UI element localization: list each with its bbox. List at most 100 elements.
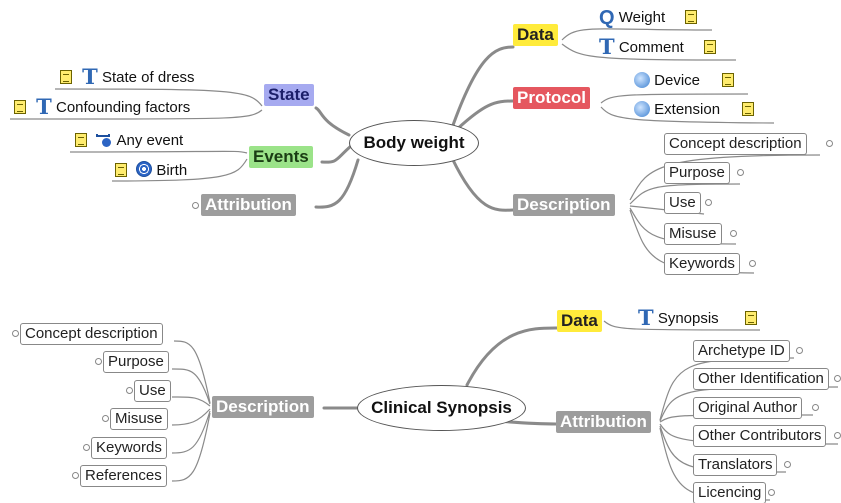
central-node-clinical-synopsis[interactable]: Clinical Synopsis <box>357 385 526 431</box>
text-icon: T <box>36 94 52 119</box>
leaf-label: Birth <box>156 162 188 179</box>
expand-handle[interactable] <box>768 489 775 496</box>
branch-label: Attribution <box>560 412 647 431</box>
leaf-concept-description[interactable]: Concept description <box>20 323 163 345</box>
leaf-keywords[interactable]: Keywords <box>664 253 740 275</box>
leaf-label: Misuse <box>669 225 717 242</box>
note-icon <box>704 40 717 54</box>
leaf-other-contributors[interactable]: Other Contributors <box>693 425 827 447</box>
leaf-label: Purpose <box>669 164 725 181</box>
leaf-label: Original Author <box>698 399 798 416</box>
leaf-weight[interactable]: Q Weight <box>599 7 698 29</box>
expand-handle[interactable] <box>730 230 737 237</box>
branch-label: Description <box>517 195 611 214</box>
cluster-icon <box>634 101 650 117</box>
expand-handle[interactable] <box>796 347 803 354</box>
leaf-label: Use <box>139 382 166 399</box>
leaf-use[interactable]: Use <box>664 192 701 214</box>
leaf-misuse[interactable]: Misuse <box>664 223 722 245</box>
branch-attribution[interactable]: Attribution <box>556 411 651 433</box>
note-icon <box>685 10 698 24</box>
leaf-use[interactable]: Use <box>134 380 171 402</box>
central-node-label: Clinical Synopsis <box>371 398 512 417</box>
branch-protocol[interactable]: Protocol <box>513 87 590 109</box>
text-icon: T <box>82 64 98 89</box>
leaf-label: Other Contributors <box>698 427 822 444</box>
branch-data[interactable]: Data <box>513 24 558 46</box>
expand-handle[interactable] <box>749 260 756 267</box>
leaf-label: Purpose <box>108 353 164 370</box>
central-node-body-weight[interactable]: Body weight <box>349 120 479 166</box>
branch-attribution[interactable]: Attribution <box>201 194 296 216</box>
branch-label: Data <box>561 311 598 330</box>
leaf-label: Keywords <box>669 255 735 272</box>
leaf-licencing[interactable]: Licencing <box>693 482 767 503</box>
leaf-purpose[interactable]: Purpose <box>103 351 169 373</box>
note-icon <box>744 311 757 325</box>
branch-label: Data <box>517 25 554 44</box>
expand-handle[interactable] <box>826 140 833 147</box>
leaf-extension[interactable]: Extension <box>634 101 755 119</box>
expand-handle[interactable] <box>737 169 744 176</box>
leaf-misuse[interactable]: Misuse <box>110 408 168 430</box>
expand-handle[interactable] <box>95 358 102 365</box>
branch-description[interactable]: Description <box>212 396 314 418</box>
quantity-icon: Q <box>599 7 615 29</box>
expand-handle[interactable] <box>834 432 841 439</box>
branch-data[interactable]: Data <box>557 310 602 332</box>
leaf-translators[interactable]: Translators <box>693 454 778 476</box>
note-icon <box>75 133 87 147</box>
leaf-confounding-factors[interactable]: T Confounding factors <box>14 94 191 119</box>
leaf-label: Keywords <box>96 439 162 456</box>
leaf-label: Licencing <box>698 484 762 501</box>
note-icon <box>14 100 26 114</box>
leaf-purpose[interactable]: Purpose <box>664 162 730 184</box>
text-icon: T <box>599 34 615 59</box>
leaf-label: Comment <box>618 39 684 56</box>
leaf-label: Use <box>669 194 696 211</box>
expand-handle[interactable] <box>834 375 841 382</box>
leaf-label: References <box>85 467 162 484</box>
central-node-label: Body weight <box>363 133 465 152</box>
leaf-label: State of dress <box>101 69 195 86</box>
expand-handle[interactable] <box>705 199 712 206</box>
expand-handle[interactable] <box>192 202 199 209</box>
expand-handle[interactable] <box>812 404 819 411</box>
leaf-label: Weight <box>618 9 666 26</box>
leaf-references[interactable]: References <box>80 465 167 487</box>
leaf-original-author[interactable]: Original Author <box>693 397 803 419</box>
leaf-birth[interactable]: Birth <box>115 161 187 180</box>
text-icon: T <box>638 305 654 330</box>
leaf-label: Translators <box>698 456 773 473</box>
leaf-state-of-dress[interactable]: T State of dress <box>60 64 195 89</box>
leaf-label: Extension <box>654 101 721 118</box>
leaf-keywords[interactable]: Keywords <box>91 437 167 459</box>
note-icon <box>722 73 735 87</box>
leaf-label: Any event <box>116 132 184 149</box>
note-icon <box>742 102 755 116</box>
branch-description[interactable]: Description <box>513 194 615 216</box>
leaf-device[interactable]: Device <box>634 72 735 90</box>
leaf-any-event[interactable]: Any event <box>75 132 183 150</box>
branch-label: Protocol <box>517 88 586 107</box>
branch-events[interactable]: Events <box>249 146 313 168</box>
expand-handle[interactable] <box>784 461 791 468</box>
expand-handle[interactable] <box>72 472 79 479</box>
leaf-archetype-id[interactable]: Archetype ID <box>693 340 790 362</box>
leaf-concept-description[interactable]: Concept description <box>664 133 807 155</box>
expand-handle[interactable] <box>12 330 19 337</box>
interval-event-icon <box>95 132 113 148</box>
branch-state[interactable]: State <box>264 84 314 106</box>
note-icon <box>60 70 72 84</box>
expand-handle[interactable] <box>126 387 133 394</box>
leaf-other-identification[interactable]: Other Identification <box>693 368 829 390</box>
leaf-label: Confounding factors <box>55 99 191 116</box>
expand-handle[interactable] <box>83 444 90 451</box>
leaf-synopsis[interactable]: T Synopsis <box>638 305 757 330</box>
expand-handle[interactable] <box>102 415 109 422</box>
leaf-label: Concept description <box>669 135 802 152</box>
leaf-label: Other Identification <box>698 370 824 387</box>
note-icon <box>115 163 127 177</box>
branch-label: Description <box>216 397 310 416</box>
leaf-comment[interactable]: T Comment <box>599 34 717 59</box>
